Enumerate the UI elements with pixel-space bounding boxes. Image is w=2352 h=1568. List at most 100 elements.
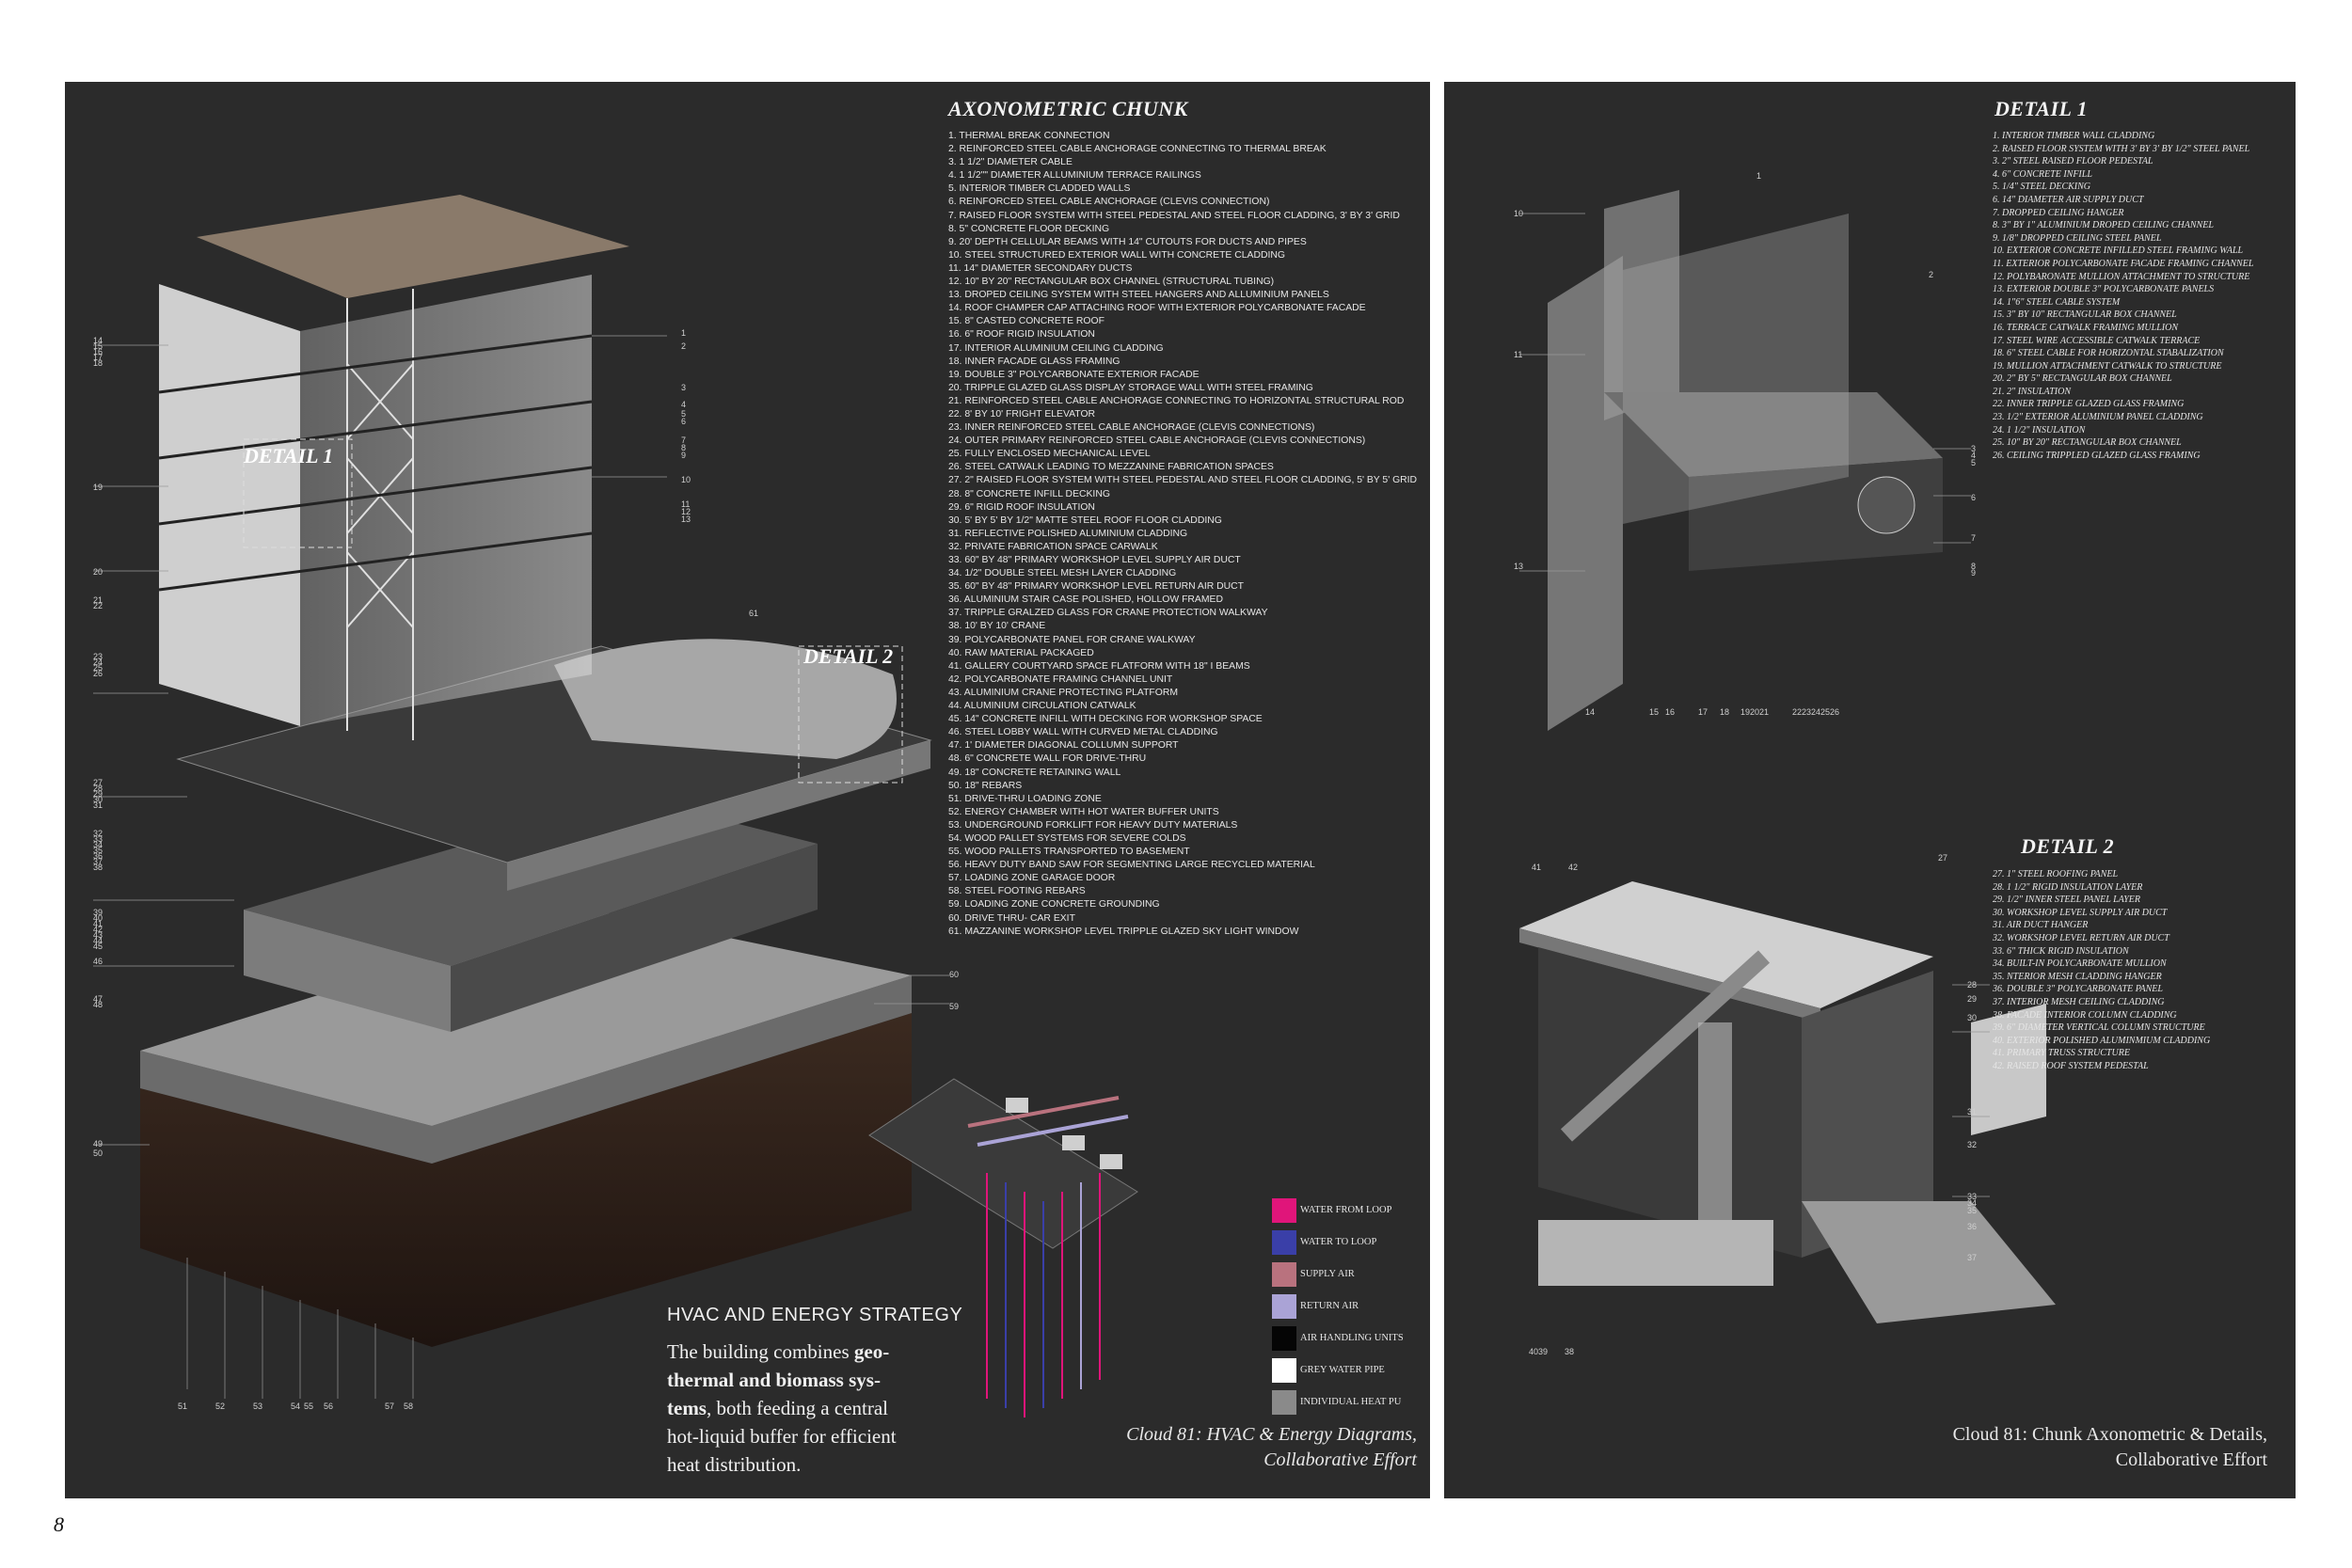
callout-number: 45 <box>93 942 103 951</box>
legend-item: 2. REINFORCED STEEL CABLE ANCHORAGE CONN… <box>948 144 1327 155</box>
callout-number: 5 <box>681 409 687 419</box>
callout-number: 55 <box>304 1402 314 1411</box>
legend-item: 33. 60" BY 48" PRIMARY WORKSHOP LEVEL SU… <box>948 555 1241 565</box>
legend-item: 54. WOOD PALLET SYSTEMS FOR SEVERE COLDS <box>948 832 1186 844</box>
legend-item: 8. 3" BY 1" ALUMINIUM DROPED CEILING CHA… <box>1993 220 2214 231</box>
callout-number: 18 <box>93 358 103 368</box>
callout-number: 36 <box>1967 1222 1978 1231</box>
legend-item: 34. BUILT-IN POLYCARBONATE MULLION <box>1993 958 2167 970</box>
legend-item: 52. ENERGY CHAMBER WITH HOT WATER BUFFER… <box>948 806 1219 817</box>
callout-number: 10 <box>681 475 691 484</box>
page-number: 8 <box>54 1513 64 1536</box>
callout-number: 33 <box>1967 1192 1978 1201</box>
legend-item: 42. RAISED ROOF SYSTEM PEDESTAL <box>1993 1060 2149 1071</box>
callout-number: 15 <box>1649 707 1660 717</box>
legend-item: 36. ALUMINIUM STAIR CASE POLISHED, HOLLO… <box>948 594 1223 606</box>
callout-number: 9 <box>1971 568 1977 578</box>
legend-item: 29. 1/2" INNER STEEL PANEL LAYER <box>1993 895 2141 906</box>
legend-item: 34. 1/2" DOUBLE STEEL MESH LAYER CLADDIN… <box>948 568 1177 579</box>
callout-number: 8 <box>681 443 687 452</box>
detail2-title: DETAIL 2 <box>2021 834 2115 858</box>
legend-item: 40. RAW MATERIAL PACKAGED <box>948 647 1094 658</box>
callout-number: 6 <box>681 417 687 426</box>
callout-number: 4039 <box>1529 1347 1549 1356</box>
callout-number: 21 <box>93 595 103 605</box>
callout-number: 10 <box>1514 209 1524 218</box>
callout-number: 44 <box>93 936 103 945</box>
key-label: RETURN AIR <box>1300 1301 1359 1311</box>
callout-number: 31 <box>93 800 103 810</box>
legend-item: 1. THERMAL BREAK CONNECTION <box>948 131 1110 141</box>
callout-number: 49 <box>93 1139 103 1148</box>
legend-item: 59. LOADING ZONE CONCRETE GROUNDING <box>948 899 1160 911</box>
legend-item: 2. RAISED FLOOR SYSTEM WITH 3' BY 3' BY … <box>1993 143 2250 154</box>
callout-number: 9 <box>681 451 687 460</box>
callout-number: 34 <box>93 840 103 849</box>
detail1-title: DETAIL 1 <box>1994 97 2089 120</box>
legend-item: 12. POLYBARONATE MULLION ATTACHMENT TO S… <box>1993 271 2250 282</box>
callout-number: 8 <box>1971 562 1977 571</box>
legend-item: 19. DOUBLE 3" POLYCARBONATE EXTERIOR FAC… <box>948 369 1200 380</box>
callout-number: 29 <box>93 789 103 799</box>
callout-number: 12 <box>681 507 691 516</box>
callout-number: 37 <box>93 857 103 866</box>
detail2-drawing <box>1519 881 2056 1323</box>
key-swatch <box>1272 1294 1296 1319</box>
key-label: SUPPLY AIR <box>1300 1269 1355 1279</box>
callout-number: 54 <box>291 1402 301 1411</box>
legend-item: 20. 2" BY 5" RECTANGULAR BOX CHANNEL <box>1993 373 2172 385</box>
legend-item: 32. WORKSHOP LEVEL RETURN AIR DUCT <box>1993 932 2169 943</box>
callout-number: 32 <box>1967 1140 1978 1149</box>
axonometric-title: AXONOMETRIC CHUNK <box>948 97 1188 120</box>
callout-number: 40 <box>93 913 103 923</box>
legend-item: 16. TERRACE CATWALK FRAMING MULLION <box>1993 322 2178 333</box>
legend-item: 14. ROOF CHAMPER CAP ATTACHING ROOF WITH… <box>948 303 1366 314</box>
legend-item: 42. POLYCARBONATE FRAMING CHANNEL UNIT <box>948 673 1173 685</box>
key-swatch <box>1272 1326 1296 1351</box>
legend-item: 28. 1 1/2" RIGID INSULATION LAYER <box>1993 881 2143 893</box>
callout-number: 32 <box>93 829 103 838</box>
legend-item: 3. 2" STEEL RAISED FLOOR PEDESTAL <box>1993 156 2153 167</box>
legend-item: 19. MULLION ATTACHMENT CATWALK TO STRUCT… <box>1993 360 2222 372</box>
legend-item: 8. 5" CONCRETE FLOOR DECKING <box>948 223 1110 234</box>
legend-item: 33. 6" THICK RIGID INSULATION <box>1993 945 2129 957</box>
callout-number: 2223242526 <box>1792 707 1840 717</box>
detail1-box <box>243 438 353 548</box>
axonometric-legend: 1. THERMAL BREAK CONNECTION 2. REINFORCED… <box>948 130 1417 939</box>
callout-number: 27 <box>93 778 103 787</box>
legend-item: 17. INTERIOR ALUMINIUM CEILING CLADDING <box>948 342 1164 354</box>
callout-number: 13 <box>1514 562 1524 571</box>
legend-item: 9. 1/8" DROPPED CEILING STEEL PANEL <box>1993 232 2162 244</box>
callout-number: 192021 <box>1740 707 1770 717</box>
key-label: WATER TO LOOP <box>1300 1237 1377 1247</box>
callout-number: 27 <box>1938 853 1948 863</box>
foundation-piles <box>186 1258 414 1399</box>
callout-number: 61 <box>749 609 759 618</box>
detail2-box <box>798 645 903 784</box>
callout-number: 11 <box>681 499 691 509</box>
callout-number: 39 <box>93 908 103 917</box>
legend-item: 24. OUTER PRIMARY REINFORCED STEEL CABLE… <box>948 436 1366 447</box>
callout-number: 17 <box>93 353 103 362</box>
callout-number: 34 <box>1967 1198 1978 1208</box>
callout-number: 50 <box>93 1148 103 1158</box>
legend-item: 56. HEAVY DUTY BAND SAW FOR SEGMENTING L… <box>948 860 1315 871</box>
legend-item: 26. CEILING TRIPPLED GLAZED GLASS FRAMIN… <box>1993 450 2201 461</box>
callout-number: 37 <box>1967 1253 1978 1262</box>
legend-item: 4. 1 1/2"" DIAMETER ALLUMINIUM TERRACE R… <box>948 170 1201 182</box>
axonometric-drawing <box>93 195 1138 1418</box>
tower-left-wall <box>159 284 300 726</box>
callout-number: 41 <box>1532 863 1542 872</box>
key-swatch <box>1272 1262 1296 1287</box>
legend-item: 22. 8' BY 10' FRIGHT ELEVATOR <box>948 408 1096 420</box>
callout-number: 23 <box>93 652 103 661</box>
legend-item: 25. 10" BY 20" RECTANGULAR BOX CHANNEL <box>1993 437 2182 449</box>
legend-item: 6. REINFORCED STEEL CABLE ANCHORAGE (CLE… <box>948 197 1270 208</box>
callout-number: 14 <box>1585 707 1596 717</box>
detail2-tag: DETAIL 2 <box>803 644 894 668</box>
legend-item: 47. 1' DIAMETER DIAGONAL COLLUMN SUPPORT <box>948 740 1179 752</box>
legend-item: 37. INTERIOR MESH CEILING CLADDING <box>1993 996 2165 1007</box>
legend-item: 3. 1 1/2" DIAMETER CABLE <box>948 157 1073 168</box>
callout-number: 14 <box>93 336 103 345</box>
